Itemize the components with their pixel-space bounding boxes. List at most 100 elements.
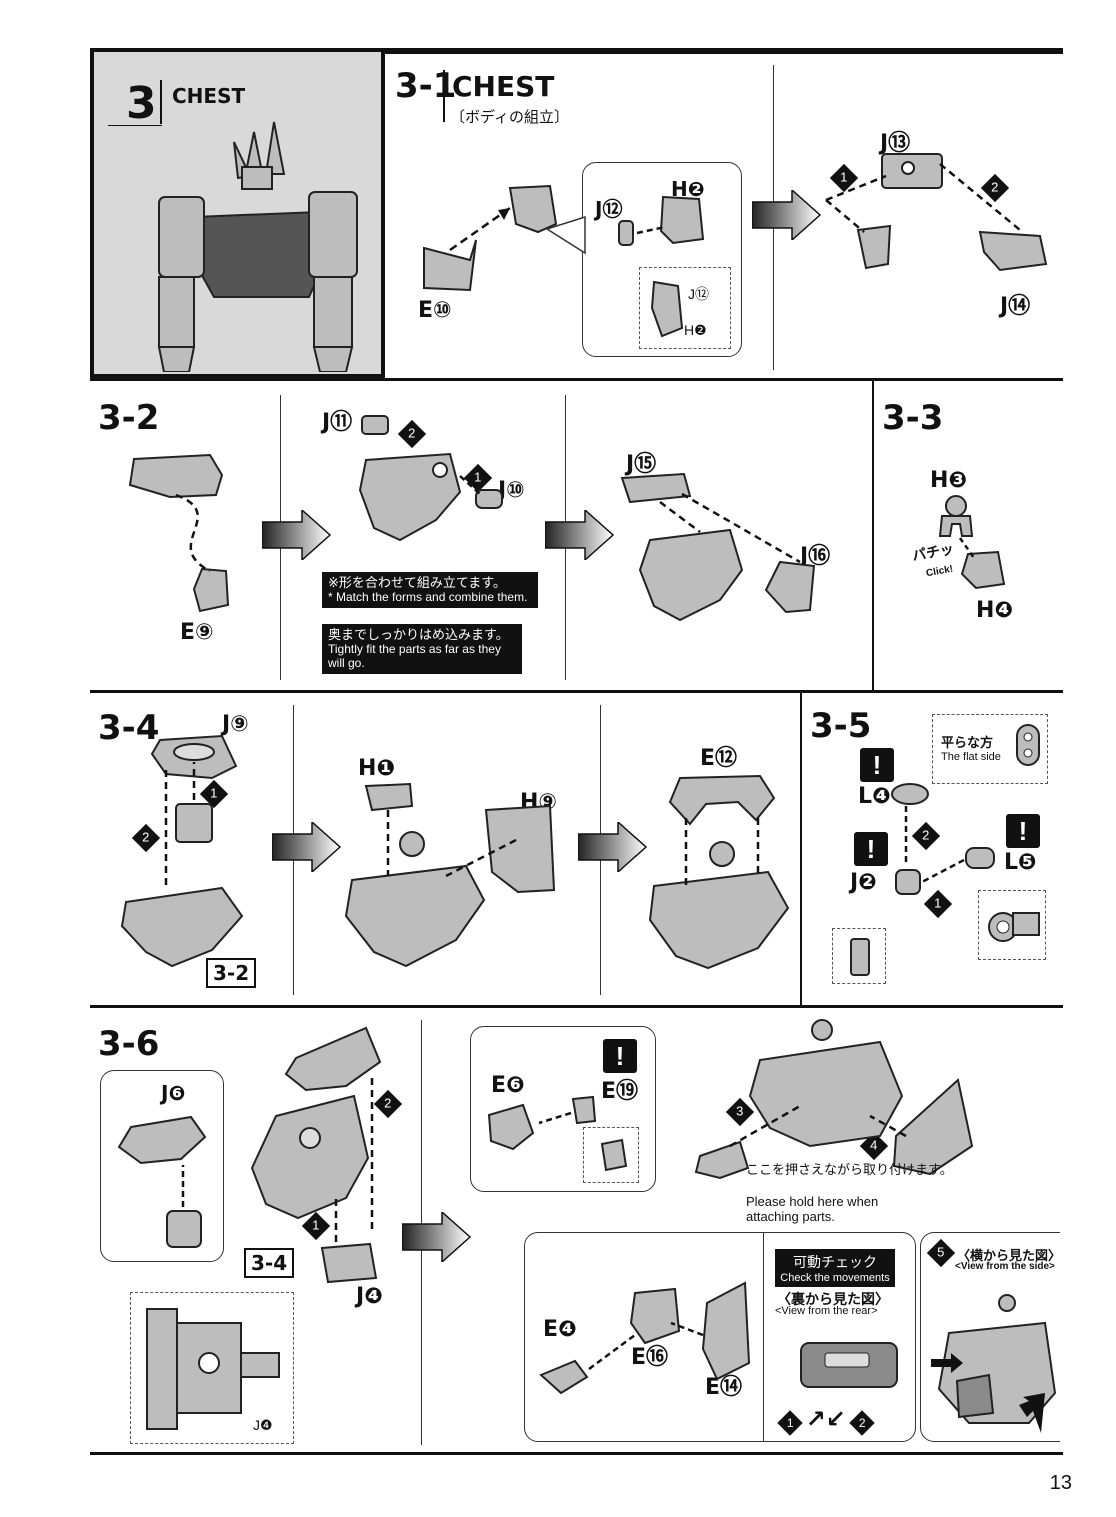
row-divider-2 (90, 690, 1063, 693)
note-jp: ※形を合わせて組み立てます。 (328, 575, 506, 590)
reference-label: 3-2 (213, 961, 250, 985)
badge-en: Check the movements (780, 1272, 890, 1284)
flat-side-callout: 平らな方 The flat side (932, 714, 1048, 784)
reference-label: 3-4 (251, 1251, 288, 1275)
side-view-en: <View from the side> (955, 1261, 1055, 1272)
part-j12-h2-drawing (618, 195, 705, 246)
part-drawing (117, 1115, 207, 1248)
part-label-e19: E⑲ (601, 1079, 639, 1104)
step-3-5-parts (891, 783, 995, 895)
col-divider (800, 692, 802, 1005)
part-drawing (146, 1308, 280, 1430)
next-step-arrow (752, 190, 822, 240)
section-number: 3 (126, 78, 157, 129)
warning-icon: ! (854, 832, 888, 866)
part-label-j9: J⑨ (222, 712, 249, 737)
part-label-e6: E❻ (491, 1073, 525, 1098)
part-label-l4: L❹ (858, 784, 891, 809)
part-label-e9: E⑨ (180, 620, 214, 645)
movement-arrows: 1 ↗↙ 2 (777, 1405, 875, 1436)
step-3-6-assembly (694, 1019, 974, 1180)
warning-icon: ! (603, 1039, 637, 1073)
part-drawing (850, 938, 870, 976)
part-drawing (539, 1281, 751, 1395)
step-3-1-parts-b (825, 153, 1048, 272)
flat-label-en: The flat side (941, 751, 1001, 763)
step-number: 3-3 (882, 398, 944, 438)
step-3-2-parts (128, 453, 230, 613)
side-view-drawing (931, 1294, 1057, 1433)
step-number: 3-2 (98, 398, 160, 438)
step-3-2-assembly-b (620, 472, 816, 622)
detail-callout: J❻ (100, 1070, 224, 1262)
step-number: 3-1 (395, 66, 457, 106)
part-drawing (650, 280, 684, 338)
divider (443, 70, 445, 122)
step-title: CHEST (452, 70, 555, 103)
bottom-rule (90, 1452, 1063, 1455)
reference-box: 3-4 (244, 1248, 295, 1278)
step-number: 3-6 (98, 1024, 160, 1064)
step-3-3-parts (938, 495, 1006, 590)
step-3-1-parts-a (423, 184, 558, 292)
divider (763, 1233, 764, 1441)
part-label-l5: L❺ (1004, 850, 1037, 875)
note-match-forms: ※形を合わせて組み立てます。 * Match the forms and com… (322, 572, 538, 608)
detail-callout: J⑫ H❷ J⑫ H❷ (582, 162, 742, 357)
order-marker-5: 5 (926, 1238, 956, 1268)
hold-note-en: Please hold here when attaching parts. (746, 1194, 879, 1224)
step-3-4-parts (120, 734, 244, 968)
part-drawing (600, 1138, 628, 1172)
part-label-j2: J❷ (850, 870, 877, 895)
rear-view-jp: 〈裏から見た図〉 (777, 1291, 889, 1307)
part-label-j6: J❻ (161, 1081, 186, 1105)
rear-view-drawing (800, 1342, 898, 1388)
badge-jp: 可動チェック (793, 1254, 877, 1270)
check-movements-badge: 可動チェック Check the movements (775, 1249, 895, 1287)
next-step-arrow (402, 1212, 472, 1262)
side-view-box: 5 〈横から見た図〉 <View from the side> (920, 1232, 1062, 1442)
callout-pointer (546, 215, 586, 255)
note-tight-fit: 奥までしっかりはめ込みます。 Tightly fit the parts as … (322, 624, 522, 674)
detail-inset: J⑫ H❷ (639, 267, 731, 349)
note-en: Tightly fit the parts as far as they wil… (328, 642, 501, 670)
step-3-4-assembly-b (648, 774, 790, 970)
row-divider-1 (90, 378, 1063, 381)
step-number: 3-5 (810, 706, 872, 746)
detail-inset (832, 928, 886, 984)
detail-inset (978, 890, 1046, 960)
next-step-arrow (262, 510, 332, 560)
part-label-e10: E⑩ (418, 298, 452, 323)
detail-callout: ! E❻ E⑲ (470, 1026, 656, 1192)
part-label-j4: J❹ (253, 1417, 273, 1433)
flat-label-jp: 平らな方 (941, 735, 994, 750)
gundam-chest-illustration (157, 121, 358, 372)
next-step-arrow (578, 822, 648, 872)
part-drawing (988, 912, 1040, 942)
side-view-jp: 〈横から見た図〉 (957, 1248, 1062, 1263)
warning-icon: ! (1006, 814, 1040, 848)
step-3-6-parts (250, 1026, 382, 1284)
part-label-e14: E⑭ (705, 1375, 743, 1400)
part-label-j4: J❹ (356, 1284, 383, 1309)
part-label-h1: H❶ (358, 756, 396, 781)
reference-box: 3-2 (206, 958, 257, 988)
warning-icon: ! (860, 748, 894, 782)
part-label-j12: J⑫ (688, 286, 709, 302)
step-3-2-assembly (358, 415, 503, 542)
movement-check-box: E❹ E⑯ E⑭ 可動チェック Check the movements 〈裏から… (524, 1232, 916, 1442)
part-label-j12: J⑫ (595, 197, 623, 221)
part-label-j14: J⑭ (1000, 294, 1031, 319)
rear-view-en: <View from the rear> (775, 1305, 878, 1317)
part-label-j11: J⑪ (322, 410, 353, 435)
part-label-e12: E⑫ (700, 746, 738, 771)
hold-note-jp: ここを押さえながら取り付けます。 (746, 1162, 953, 1177)
page-number: 13 (1049, 1472, 1072, 1494)
note-en: * Match the forms and combine them. (328, 590, 528, 604)
section-header-box: 3 CHEST (90, 48, 385, 378)
next-step-arrow (545, 510, 615, 560)
part-drawing (487, 1095, 597, 1151)
row-divider-3 (90, 1005, 1063, 1008)
divider (160, 80, 162, 124)
step-3-4-assembly (344, 782, 556, 968)
